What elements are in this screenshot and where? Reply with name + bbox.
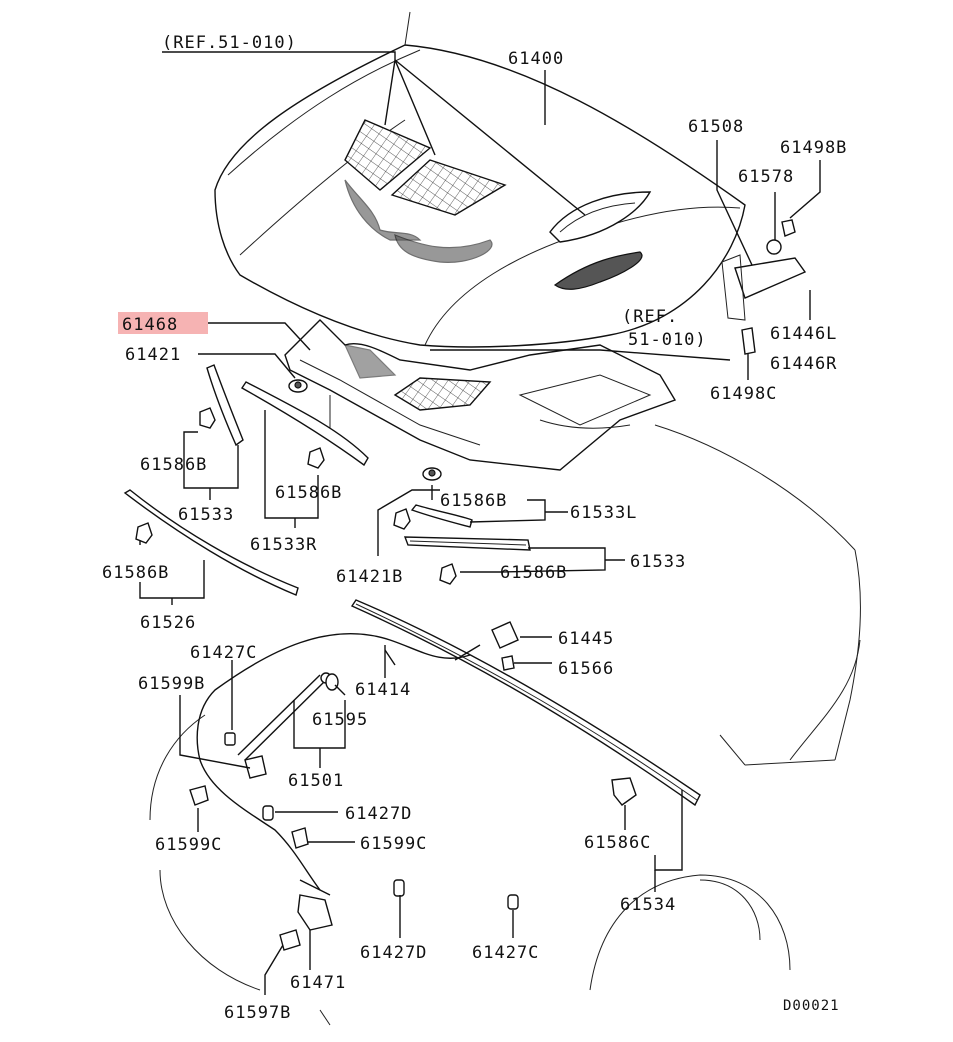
seal-61533-left [206,364,244,447]
label-61427C-a: 61427C [190,643,257,663]
grommet-icon-61595 [325,673,339,691]
bumper-icon-61427C-a [224,732,236,746]
label-61533-b: 61533 [630,552,686,572]
label-61599C-a: 61599C [155,835,222,855]
label-61533R: 61533R [250,535,317,555]
clip-icon-61586B-b [307,447,325,469]
clip-icon-61599C-a [189,785,209,806]
weatherstrip-61534 [350,599,701,807]
clip-icon-61599C-b [291,827,309,849]
label-61471: 61471 [290,973,346,993]
label-61446R: 61446R [770,354,837,374]
label-61427C-b: 61427C [472,943,539,963]
label-61586C: 61586C [584,833,651,853]
label-61498C: 61498C [710,384,777,404]
labels: (REF.51-010) 61400 61508 61498B 61578 (R… [102,33,847,1023]
bolt-icon-61566 [501,655,515,671]
label-61533-a: 61533 [178,505,234,525]
hood-vent-mesh-right [390,159,507,216]
handle-icon-61471 [297,894,333,931]
label-61597B: 61597B [224,1003,291,1023]
label-61566: 61566 [558,659,614,679]
seal-61533-right [403,536,531,551]
seal-61533L [410,504,473,528]
bolt-icon-61498B [781,219,796,237]
highlight-61468 [118,312,208,334]
label-61414: 61414 [355,680,411,700]
label-61468: 61468 [122,315,178,335]
seal-61533R [240,381,369,467]
clip-icon-61586B-c [135,522,153,544]
windshield-outline [149,424,861,1026]
clip-icon-61586C [611,777,637,806]
clip-icon-61586B-a [199,407,216,429]
hood-scoop-right [549,191,652,243]
clip-icon-61586B-d [393,508,411,530]
label-ref-right-line1: (REF. [622,307,678,327]
label-61421B: 61421B [336,567,403,587]
label-61533L: 61533L [570,503,637,523]
label-61445: 61445 [558,629,614,649]
label-61599B: 61599B [138,674,205,694]
label-61578: 61578 [738,167,794,187]
diagram-code: D00021 [783,998,840,1014]
label-61586B-b: 61586B [275,483,342,503]
clip-icon-61586B-e [439,563,457,585]
label-61586B-c: 61586B [102,563,169,583]
label-61427D-b: 61427D [360,943,427,963]
leader-lines [118,51,821,995]
label-61586B-d: 61586B [440,491,507,511]
bolt-icon-61498C [741,327,756,355]
label-61526: 61526 [140,613,196,633]
hinge-icon-61446 [721,254,807,321]
label-61400: 61400 [508,49,564,69]
bumper-icon-61427D-b [393,879,405,897]
latch-icon-61445 [491,621,519,649]
clip-icon-61421 [288,379,308,393]
label-61595: 61595 [312,710,368,730]
label-61534: 61534 [620,895,676,915]
label-ref-right-line2: 51-010) [628,330,707,350]
label-ref-51-010-top: (REF.51-010) [162,33,297,53]
release-cable-61414 [196,632,481,891]
clip-icon-61421B [422,467,442,481]
label-61586B-e: 61586B [500,563,567,583]
label-61501: 61501 [288,771,344,791]
label-61599C-b: 61599C [360,834,427,854]
clip-icon-61599B [244,755,267,779]
seal-61526 [123,489,299,596]
label-61498B: 61498B [780,138,847,158]
label-61427D-a: 61427D [345,804,412,824]
hood-vent-mesh-left [344,119,432,191]
nut-icon-61578 [766,239,782,255]
bolt-icon-61597B [279,929,301,951]
label-61508: 61508 [688,117,744,137]
label-61421: 61421 [125,345,181,365]
hood-insulator-61468 [284,319,677,471]
bumper-icon-61427D-a [262,805,274,821]
label-61446L: 61446L [770,324,837,344]
label-61586B-a: 61586B [140,455,207,475]
bumper-icon-61427C-b [507,894,519,910]
